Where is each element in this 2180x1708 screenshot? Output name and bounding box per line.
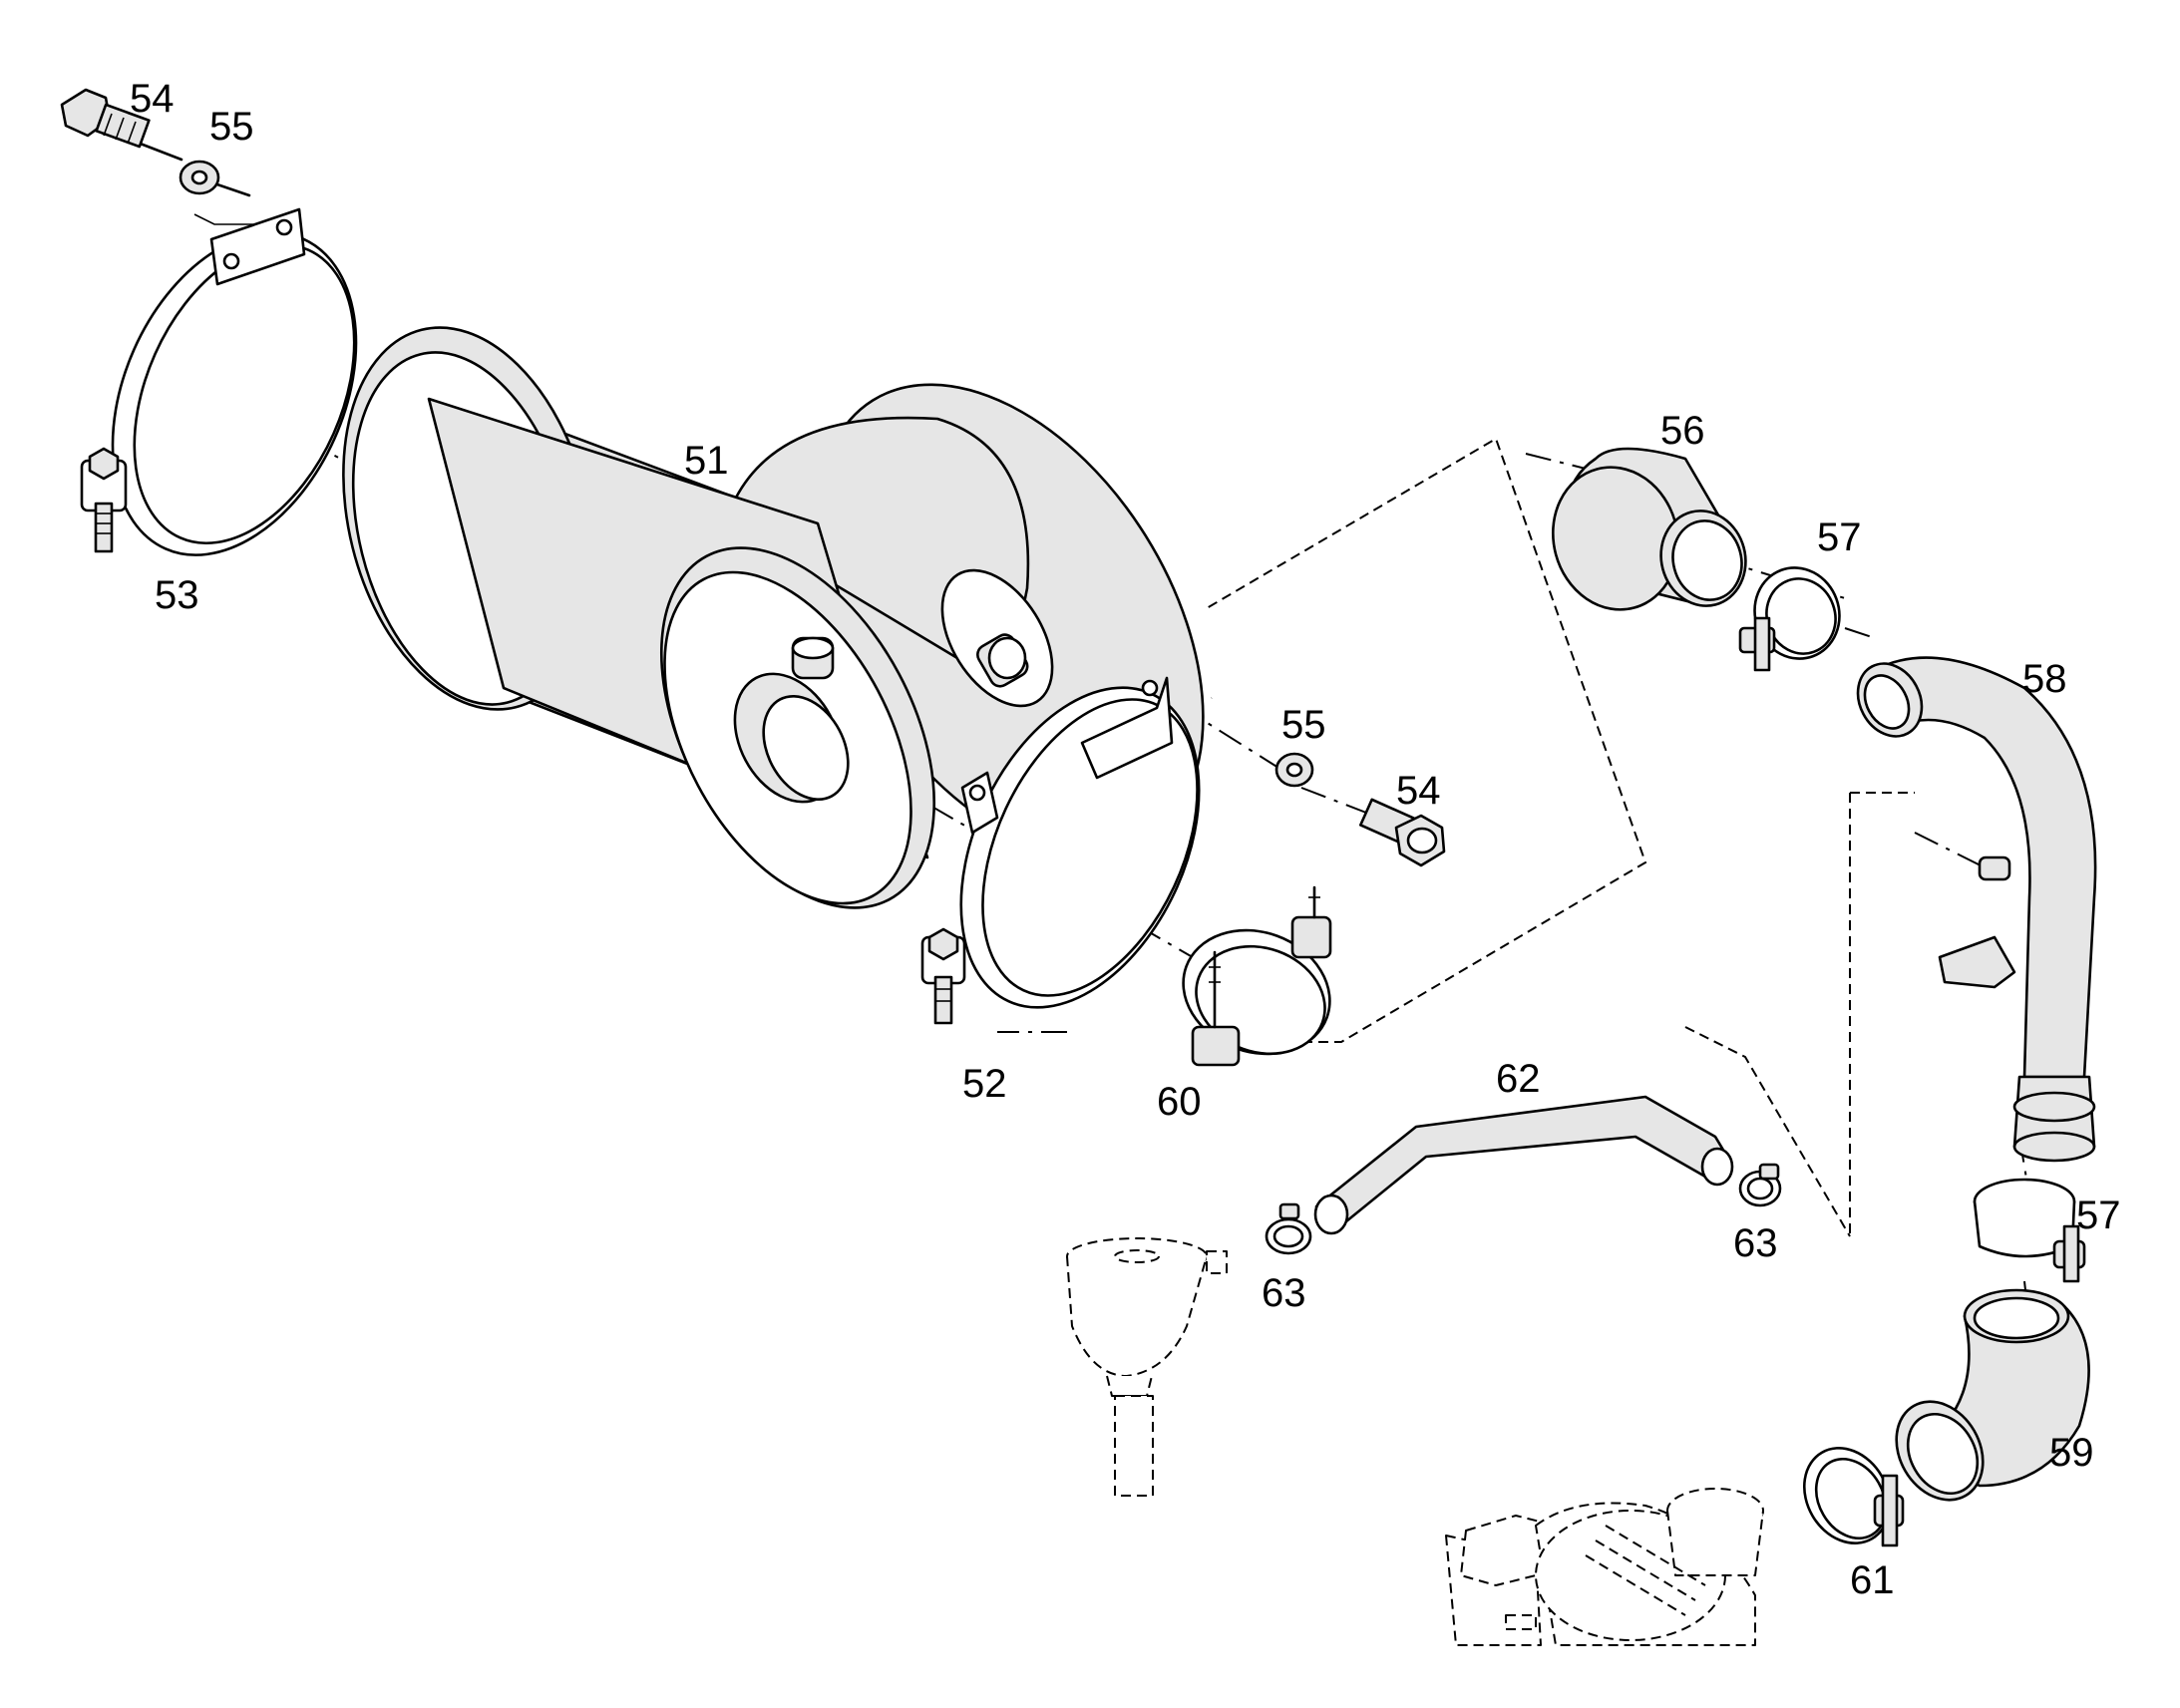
bolt-54-mid (1358, 798, 1446, 867)
callout-55-top: 55 (209, 105, 254, 149)
callout-63-left: 63 (1262, 1271, 1306, 1315)
callout-62: 62 (1496, 1057, 1541, 1101)
hose-clamp-57-upper (1738, 566, 1841, 672)
callout-55-mid: 55 (1281, 703, 1326, 747)
intake-pipe-58 (1856, 656, 2097, 1163)
callout-57-upper: 57 (1817, 515, 1862, 559)
callout-58: 58 (2022, 657, 2067, 701)
rubber-connector-56 (1551, 447, 1747, 611)
callout-61: 61 (1850, 1558, 1895, 1602)
callout-54-mid: 54 (1396, 769, 1441, 813)
band-clamp-60 (1182, 885, 1332, 1067)
hose-clamp-63-left (1265, 1202, 1312, 1255)
callout-59: 59 (2049, 1431, 2094, 1475)
breather-valve-ghost (1066, 1237, 1228, 1497)
bolt-54-top (60, 88, 151, 149)
hose-clamp-57-lower (1973, 1178, 2086, 1283)
callout-54-top: 54 (130, 77, 175, 121)
turbocharger-ghost (1445, 1488, 1764, 1646)
air-filter-housing-51 (342, 326, 1205, 909)
callout-63-right: 63 (1733, 1221, 1778, 1265)
washer-55-mid (1274, 752, 1314, 788)
strap-clamp-52 (920, 676, 1201, 1025)
callout-56: 56 (1660, 409, 1705, 453)
breather-hose-62 (1313, 1095, 1734, 1235)
callout-60: 60 (1157, 1080, 1202, 1124)
callout-52: 52 (962, 1062, 1007, 1106)
callout-57-lower: 57 (2076, 1194, 2121, 1237)
elbow-hose-59 (1895, 1288, 2090, 1502)
strap-clamp-53 (80, 207, 358, 556)
callout-53: 53 (155, 573, 199, 617)
washer-55-top (179, 160, 220, 195)
hose-clamp-63-right (1738, 1163, 1782, 1207)
callout-51: 51 (684, 439, 729, 483)
hose-clamp-61 (1802, 1447, 1905, 1547)
